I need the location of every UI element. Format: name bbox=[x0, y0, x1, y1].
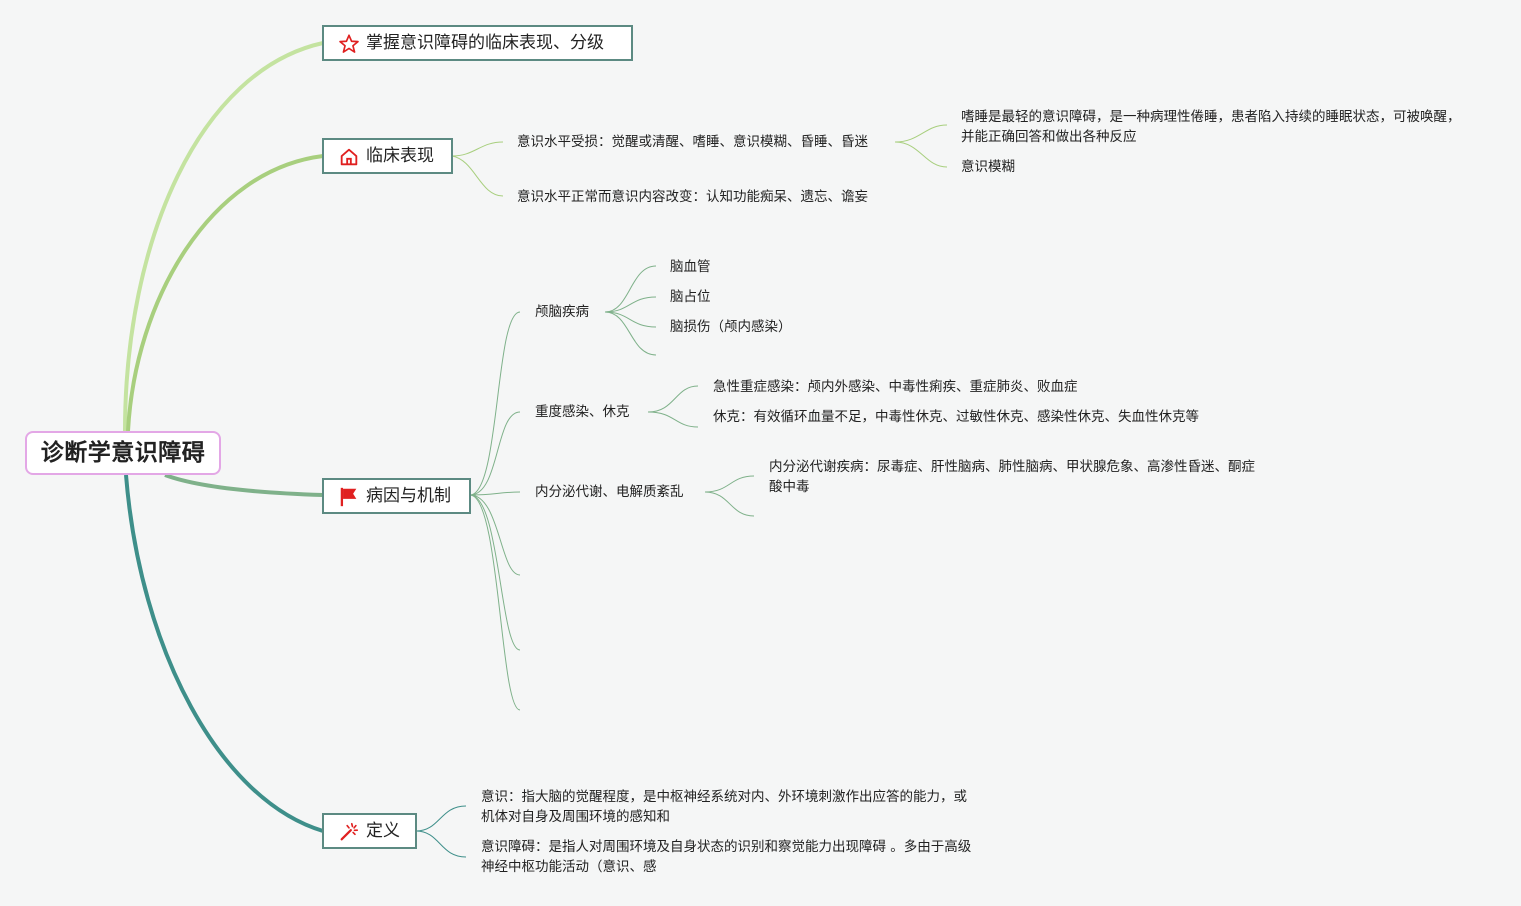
cause-item-craniocerebral[interactable]: 颅脑疾病 bbox=[535, 304, 589, 320]
clinical-item-confusion[interactable]: 意识模糊 bbox=[961, 159, 1015, 175]
cause-sub-cerebrovascular[interactable]: 脑血管 bbox=[670, 259, 711, 275]
topic-clinical[interactable]: 临床表现 bbox=[322, 138, 453, 174]
clinical-item-somnolence-desc[interactable]: 嗜睡是最轻的意识障碍，是一种病理性倦睡，患者陷入持续的睡眠状态，可被唤醒，并能正… bbox=[961, 109, 1461, 145]
root-topic[interactable]: 诊断学意识障碍 bbox=[25, 431, 221, 475]
branch-connector-cause bbox=[164, 473, 324, 497]
clinical-item-impaired-level[interactable]: 意识水平受损：觉醒或清醒、嗜睡、意识模糊、昏睡、昏迷 bbox=[517, 134, 868, 150]
topic-definition[interactable]: 定义 bbox=[322, 813, 417, 849]
cause-item-endocrine[interactable]: 内分泌代谢、电解质紊乱 bbox=[535, 484, 684, 500]
cause-connectors bbox=[469, 265, 755, 711]
definition-item-disorder[interactable]: 意识障碍：是指人对周围环境及自身状态的识别和察觉能力出现障碍 。多由于高级神经中… bbox=[481, 839, 972, 875]
magic-wand-icon bbox=[340, 822, 359, 841]
cause-sub-space-occupying[interactable]: 脑占位 bbox=[670, 289, 711, 305]
home-icon bbox=[340, 148, 358, 166]
cause-sub-shock[interactable]: 休克：有效循环血量不足，中毒性休克、过敏性休克、感染性休克、失血性休克等 bbox=[713, 409, 1199, 425]
topic-cause-label: 病因与机制 bbox=[366, 486, 451, 506]
topic-clinical-label: 临床表现 bbox=[366, 146, 434, 166]
clinical-connectors bbox=[451, 124, 948, 197]
clinical-item-content-change[interactable]: 意识水平正常而意识内容改变：认知功能痴呆、遗忘、谵妄 bbox=[517, 189, 868, 205]
definition-item-consciousness[interactable]: 意识：指大脑的觉醒程度，是中枢神经系统对内、外环境刺激作出应答的能力，或机体对自… bbox=[481, 789, 967, 825]
topic-master[interactable]: 掌握意识障碍的临床表现、分级 bbox=[322, 25, 633, 61]
topic-cause[interactable]: 病因与机制 bbox=[322, 478, 471, 514]
topic-definition-label: 定义 bbox=[366, 821, 400, 841]
star-icon bbox=[339, 34, 359, 53]
topic-master-label: 掌握意识障碍的临床表现、分级 bbox=[366, 33, 604, 53]
cause-sub-endocrine-disease[interactable]: 内分泌代谢疾病：尿毒症、肝性脑病、肺性脑病、甲状腺危象、高渗性昏迷、酮症酸中毒 bbox=[769, 459, 1255, 495]
branch-connector-clinical bbox=[126, 154, 324, 432]
branch-connector-master bbox=[123, 41, 324, 432]
branch-connector-definition bbox=[124, 474, 324, 833]
flag-icon bbox=[340, 487, 357, 507]
cause-sub-brain-injury[interactable]: 脑损伤（颅内感染） bbox=[670, 319, 792, 335]
definition-connectors bbox=[415, 805, 467, 858]
cause-item-infection-shock[interactable]: 重度感染、休克 bbox=[535, 404, 630, 420]
cause-sub-acute-infection[interactable]: 急性重症感染：颅内外感染、中毒性痢疾、重症肺炎、败血症 bbox=[713, 379, 1078, 395]
